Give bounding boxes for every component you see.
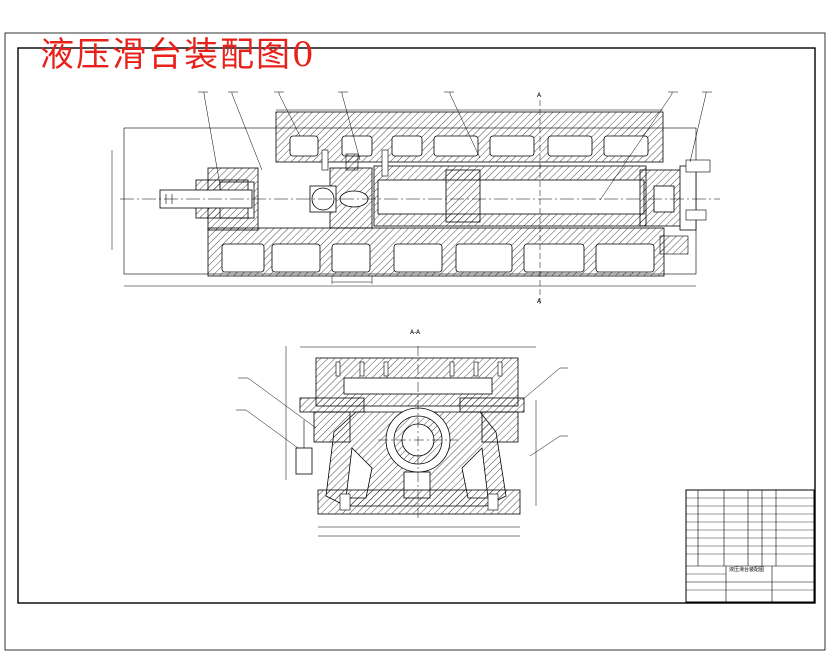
- inner-frame: [17, 47, 816, 604]
- side-fitting: [295, 447, 313, 475]
- main-view: [111, 91, 720, 304]
- drawing-title: 液压滑台装配图0: [40, 35, 316, 75]
- title-block: [685, 489, 815, 603]
- outer-sheet-border: [4, 32, 826, 651]
- section-label-top: A: [537, 92, 542, 99]
- section-view-title: A-A: [410, 329, 421, 336]
- section-base: [317, 489, 521, 515]
- section-label-bottom: A: [537, 298, 542, 305]
- piston: [445, 169, 481, 223]
- title-block-name: 液压滑台装配图: [729, 567, 765, 573]
- section-view: [236, 346, 568, 537]
